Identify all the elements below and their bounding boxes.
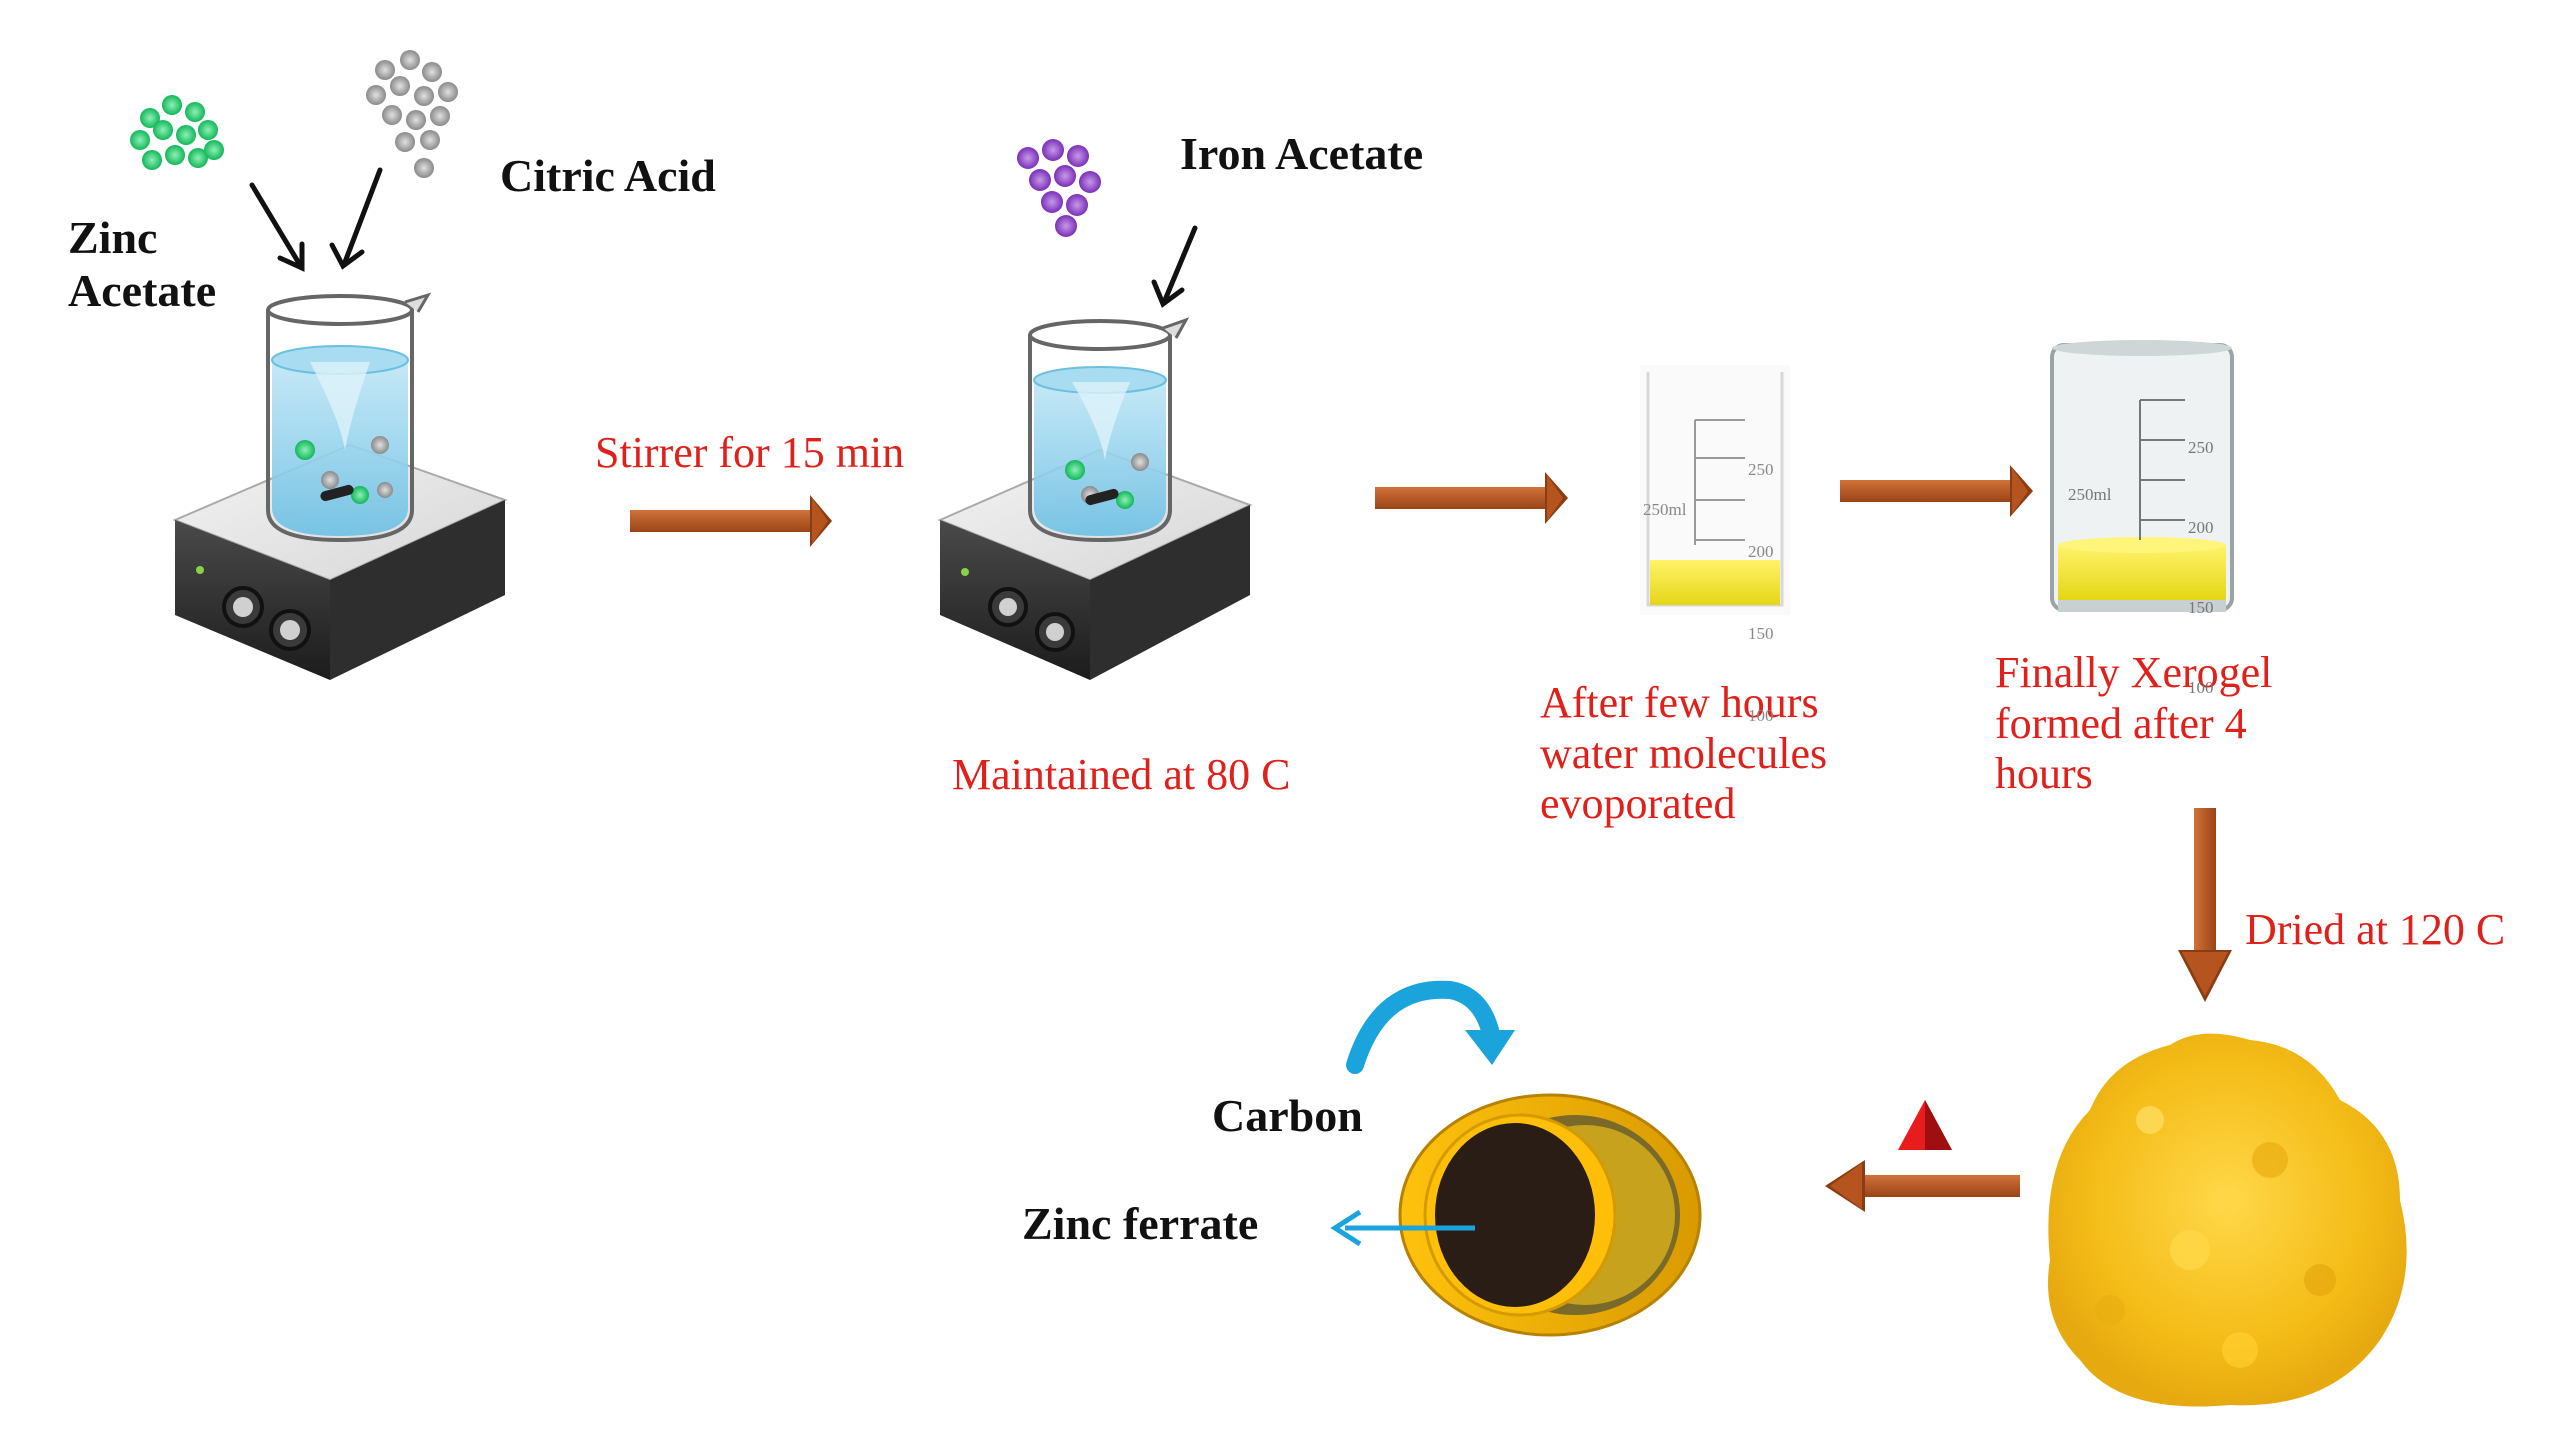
add-arrow-zinc-icon bbox=[249, 182, 305, 272]
beaker-3-volume: 250ml bbox=[1643, 500, 1687, 519]
scale-mark-150: 150 bbox=[2188, 598, 2214, 617]
scale-mark-100: 100 bbox=[1748, 706, 1774, 725]
citric-acid-granules-icon bbox=[366, 50, 458, 178]
process-arrow-1-icon bbox=[630, 495, 832, 547]
process-arrow-3-icon bbox=[1840, 465, 2033, 517]
beaker-xerogel-icon bbox=[2050, 340, 2234, 612]
zinc-acetate-label: Zinc Acetate bbox=[68, 212, 217, 316]
zinc-ferrate-arrow-icon bbox=[1330, 1209, 1475, 1247]
scale-mark-250: 250 bbox=[1748, 460, 1774, 479]
iron-acetate-label: Iron Acetate bbox=[1180, 128, 1424, 179]
process-arrow-2-icon bbox=[1375, 472, 1568, 524]
xerogel-label: Finally Xerogel formed after 4 hours bbox=[1995, 648, 2273, 799]
citric-acid-label: Citric Acid bbox=[500, 150, 716, 201]
beaker-2-icon bbox=[1028, 317, 1190, 543]
scale-mark-100: 100 bbox=[2188, 678, 2214, 697]
add-arrow-iron-icon bbox=[1151, 225, 1198, 308]
evaporation-label: After few hours water molecules evoporat… bbox=[1540, 678, 1828, 829]
scale-mark-200: 200 bbox=[1748, 542, 1774, 561]
iron-acetate-granules-icon bbox=[1017, 139, 1101, 237]
scale-mark-250: 250 bbox=[2188, 438, 2214, 457]
beaker-evaporated-icon bbox=[1640, 365, 1790, 615]
drying-label: Dried at 120 C bbox=[2245, 905, 2506, 954]
zinc-ferrate-label: Zinc ferrate bbox=[1022, 1198, 1259, 1249]
temperature-label: Maintained at 80 C bbox=[952, 750, 1291, 799]
stirrer-time-label: Stirrer for 15 min bbox=[595, 428, 905, 477]
yellow-powder-icon bbox=[2048, 1033, 2407, 1407]
scale-mark-150: 150 bbox=[1748, 624, 1774, 643]
heat-delta-icon bbox=[1898, 1100, 1952, 1150]
process-arrow-left-icon bbox=[1825, 1160, 2020, 1212]
beaker-4-volume: 250ml bbox=[2068, 485, 2112, 504]
add-arrow-citric-icon bbox=[329, 167, 383, 270]
beaker-1-icon bbox=[266, 292, 432, 543]
carbon-label: Carbon bbox=[1212, 1090, 1363, 1141]
beaker-3-scale: 250 200 150 100 bbox=[1748, 408, 1774, 736]
pellet-icon bbox=[1398, 1093, 1702, 1337]
zinc-acetate-granules-icon bbox=[130, 95, 224, 170]
carbon-cycle-arrow-icon bbox=[1346, 980, 1515, 1074]
beaker-4-scale: 250 200 150 100 bbox=[2188, 388, 2214, 708]
scale-mark-200: 200 bbox=[2188, 518, 2214, 537]
process-arrow-down-icon bbox=[2178, 808, 2232, 1002]
